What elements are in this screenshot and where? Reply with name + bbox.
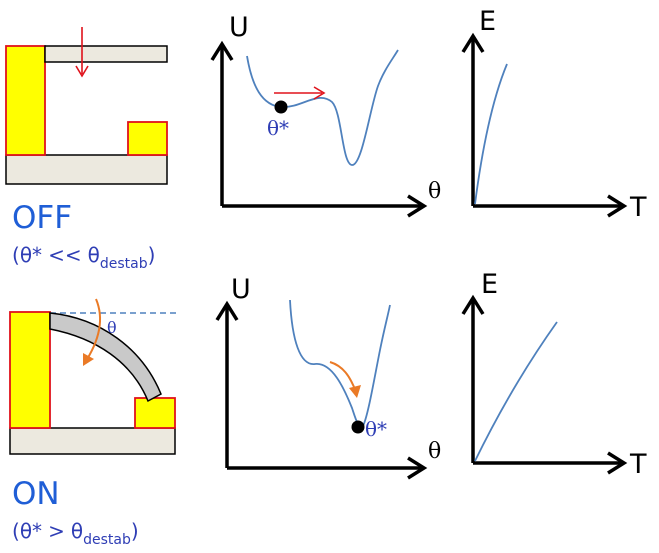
off-title: OFF	[12, 200, 72, 236]
off-potential-plot: U θ θ*	[210, 12, 441, 218]
on-title: ON	[12, 476, 60, 512]
off-potential-state-ball	[274, 100, 288, 114]
off-right-pillar	[127, 121, 168, 156]
off-potential-y-label: U	[229, 12, 249, 43]
off-energy-curve	[474, 63, 508, 205]
on-potential-curve	[289, 299, 391, 428]
off-potential-red-arrow	[274, 86, 326, 100]
on-potential-y-label: U	[231, 274, 251, 305]
on-bent-beam	[49, 312, 162, 403]
on-bend-arrow	[83, 298, 101, 366]
on-beam-angle-label: θ	[107, 318, 117, 337]
on-potential-plot: U θ θ*	[215, 274, 441, 480]
on-left-pillar	[9, 311, 51, 429]
off-condition: (θ*<<θdestab)	[12, 243, 155, 272]
off-energy-plot: E T	[461, 6, 647, 223]
off-potential-x-label: θ	[428, 179, 441, 204]
off-energy-x-label: T	[629, 192, 647, 223]
off-potential-curve	[246, 49, 399, 166]
on-potential-x-label: θ	[428, 439, 441, 464]
on-right-pillar	[134, 397, 176, 429]
off-energy-y-label: E	[479, 6, 496, 37]
on-potential-state-ball	[351, 420, 365, 434]
off-left-pillar	[5, 45, 46, 156]
off-base-block	[5, 154, 168, 185]
on-potential-orange-arrow	[329, 361, 361, 398]
on-base-block	[9, 427, 176, 455]
off-mechanism	[5, 27, 168, 185]
on-energy-y-label: E	[481, 269, 498, 300]
on-potential-minimum-label: θ*	[365, 417, 387, 441]
on-energy-x-label: T	[629, 449, 647, 480]
off-beam	[44, 45, 168, 63]
on-mechanism: θ	[9, 298, 178, 455]
off-potential-minimum-label: θ*	[267, 116, 289, 140]
off-state: OFF (θ*<<θdestab) U θ θ* E T	[5, 6, 647, 272]
off-force-arrow	[75, 27, 89, 78]
on-energy-curve	[474, 321, 558, 462]
on-state: θ ON (θ*>θdestab) U θ θ*	[9, 269, 647, 548]
on-condition: (θ*>θdestab)	[12, 519, 139, 548]
on-energy-plot: E T	[461, 269, 647, 480]
